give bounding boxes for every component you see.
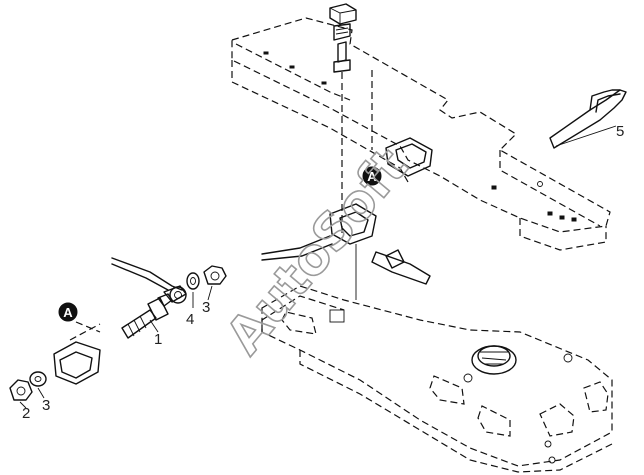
callout-2: 2 (22, 405, 30, 422)
nut-2 (9, 379, 33, 401)
marker-a-lower: A (58, 302, 78, 322)
callout-3-upper: 3 (202, 299, 210, 316)
frame-rail (231, 17, 611, 251)
callout-4: 4 (186, 311, 194, 328)
rail-bracket (329, 137, 433, 300)
callout-1: 1 (154, 331, 162, 348)
ring-terminal (163, 285, 187, 304)
wire-harness (111, 235, 333, 291)
top-bolt (329, 3, 373, 240)
washer-4 (186, 272, 200, 290)
callout-5: 5 (616, 123, 624, 140)
marker-a-lower-label: A (63, 305, 73, 320)
tank-housing (261, 285, 613, 473)
nut-3-upper (203, 265, 227, 285)
lower-bracket (53, 321, 101, 385)
marker-a-upper-label: A (367, 169, 377, 184)
sender-1 (121, 293, 173, 339)
marker-a-upper: A (362, 166, 382, 186)
washer-3-lower (29, 371, 47, 387)
leader-lines (19, 125, 617, 409)
callout-3-lower: 3 (42, 397, 50, 414)
strap-5 (549, 89, 627, 149)
autosoft-watermark: AutoSoft (215, 137, 419, 365)
